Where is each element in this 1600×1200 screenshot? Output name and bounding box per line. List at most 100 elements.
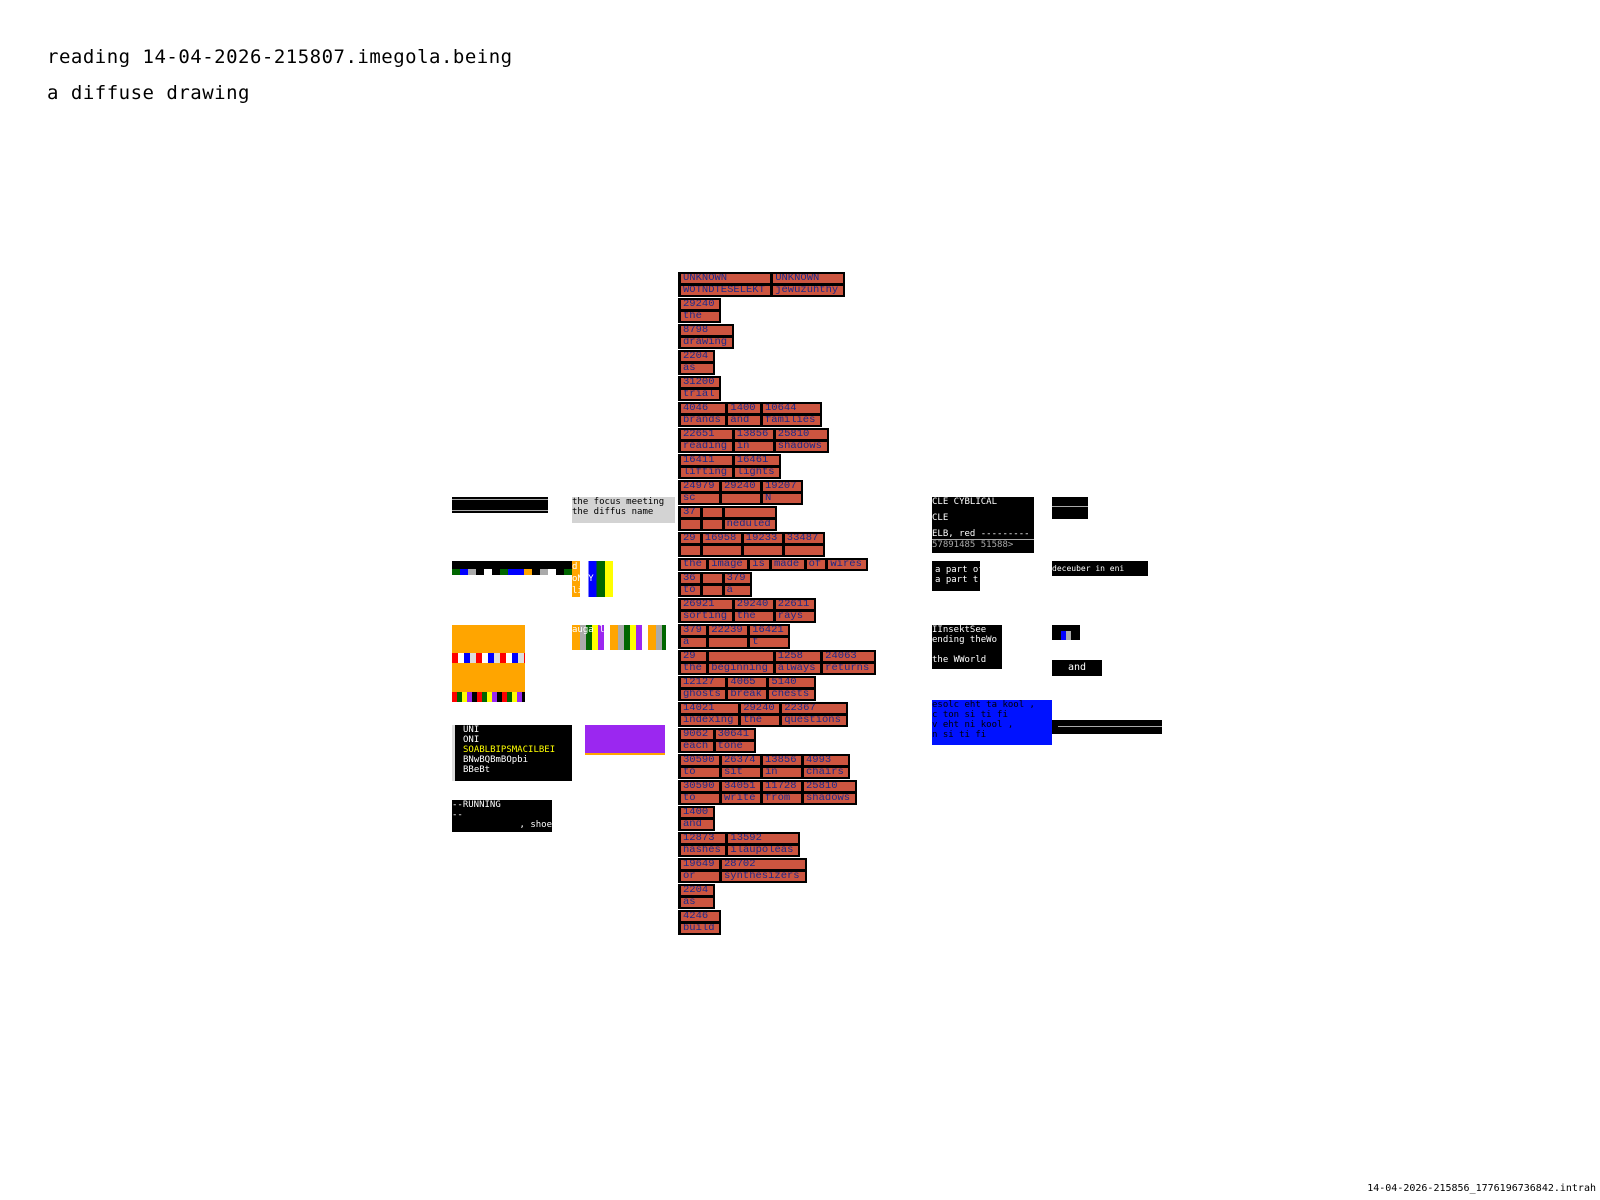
number-tile: 19233 [743,534,782,543]
word-tile: indexing [681,716,739,725]
word-tile: wires [828,560,867,569]
small-black-box [1052,497,1088,519]
word-stack: 30590 to [681,756,719,777]
word-tile: returns [823,664,874,673]
number-tile: 11728 [763,782,801,791]
word-stack: 33487 [784,534,823,555]
mirrored-line: n si ti fi [932,730,987,740]
glyph-line: ONI [463,735,480,745]
word-tile: lifting [681,468,732,477]
glyph-box: UNI ONI SOABLBIPSMACILBEI BNwBQBmBOpbi B… [452,725,572,781]
color-strip: auga la [572,625,666,650]
number-tile: 16411 [681,456,732,465]
word-tile: neduled [724,520,776,529]
word-tile: the [734,612,773,621]
panel-line: 57891485 51588> [932,539,1034,550]
number-tile: 33487 [784,534,823,543]
number-tile: 29240 [681,300,719,309]
and-box: and [1052,660,1102,676]
word-tile: sc [681,494,719,503]
number-tile: 37 [681,508,700,517]
page-subtitle: a diffuse drawing [47,82,250,104]
number-tile: 30641 [715,730,754,739]
number-tile: 29 [681,652,707,661]
word-stack: is [750,560,769,569]
word-stack [702,574,722,595]
running-line: -- [452,810,463,820]
word-tile [743,546,782,555]
word-stack: 22239 [709,626,748,647]
number-tile [724,508,776,517]
orange-block [452,625,525,702]
glyph-line: SOABLBIPSMACILBEI [463,745,556,755]
word-tile [784,546,823,555]
word-stack: wires [828,560,867,569]
word-tile: image [709,560,748,569]
panel-line: deceuber in eni [1052,564,1125,573]
number-tile: 22611 [775,600,814,609]
word-tile: the [741,716,780,725]
shoe-label: , shoe [519,820,552,830]
word-tile: a [681,638,707,647]
word-stack: 29240 the [734,600,773,621]
word-stack: 37 [681,508,700,529]
word-tile: to [681,586,700,595]
glyph-line: BBeBt [463,765,491,775]
focus-line: the focus meeting [572,497,665,507]
number-tile: 30590 [681,756,719,765]
word-tile: ghosts [681,690,726,699]
panel-line: IInsektSee [932,625,987,635]
number-tile: 29240 [734,600,773,609]
color-grid: d p oNLY lin [572,561,613,597]
grid-letters: d p [572,562,589,572]
cyclical-panel: CLE CYBLICAL CLE ELB, red --------- 5789… [932,497,1034,553]
word-tile: families [762,416,821,425]
number-tile: 29240 [741,704,780,713]
number-tile: 22367 [782,704,846,713]
number-tile [702,508,722,517]
focus-line: the diffus name [572,507,654,517]
number-tile: 30590 [681,782,719,791]
word-tile: is [750,560,769,569]
panel-line: ELB, red --------- [932,529,1030,539]
word-tile: write [722,794,760,803]
number-tile: 31200 [681,378,719,387]
number-tile: 25810 [775,430,827,439]
word-tile [702,520,722,529]
word-tile: or [681,872,719,881]
glyph-line: BNwBQBmBOpbi [463,755,529,765]
word-tile: t [750,638,789,647]
word-tile: to [681,768,719,777]
word-stack: neduled [724,508,776,529]
tiny-box [1052,625,1080,640]
panel-line: the WWorld [932,655,987,665]
number-tile: 19207 [763,482,801,491]
number-tile: 28702 [722,860,805,869]
